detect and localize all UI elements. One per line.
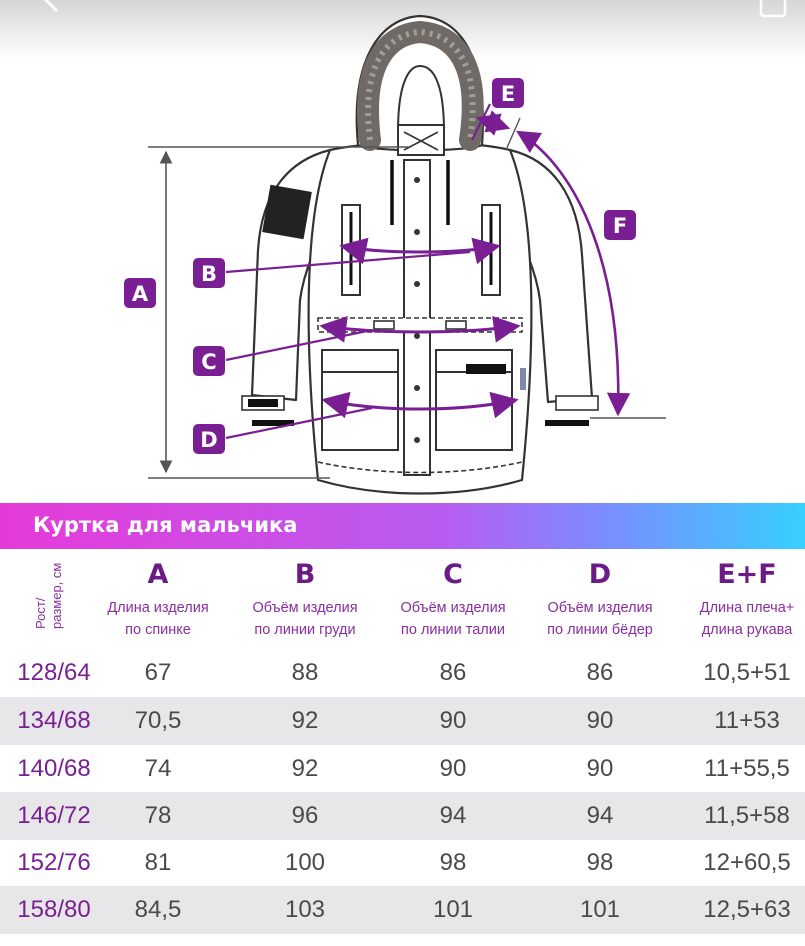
column-header-d: D Объём изделия по линии бёдер xyxy=(526,559,674,641)
value-cell: 90 xyxy=(439,755,467,782)
marker-c: C xyxy=(201,350,216,374)
value-cell: 98 xyxy=(586,849,614,876)
value-cell: 70,5 xyxy=(134,707,182,734)
expand-icon[interactable] xyxy=(757,0,791,20)
value-cell: 12+60,5 xyxy=(703,849,791,876)
marker-d-badge: D xyxy=(193,424,225,454)
value-cell: 90 xyxy=(586,755,614,782)
table-row: 158/80 84,5 103 101 101 12,5+63 xyxy=(0,886,805,934)
size-cell: 152/76 xyxy=(17,849,91,876)
column-header-c: C Объём изделия по линии талии xyxy=(379,559,527,641)
table-row: 134/68 70,5 92 90 90 11+53 xyxy=(0,697,805,745)
size-column-header-text: Рост/ размер, см xyxy=(33,562,64,629)
value-cell: 12,5+63 xyxy=(703,896,791,923)
banner-title: Куртка для мальчика xyxy=(33,513,298,537)
table-row: 152/76 81 100 98 98 12+60,5 xyxy=(0,839,805,887)
value-cell: 90 xyxy=(439,707,467,734)
table-row: 128/64 67 88 86 86 10,5+51 xyxy=(0,649,805,697)
column-letter: D xyxy=(588,559,612,590)
column-header-ef: E+F Длина плеча+ длина рукава xyxy=(673,559,805,641)
value-cell: 94 xyxy=(439,802,467,829)
value-cell: 92 xyxy=(291,707,319,734)
value-cell: 101 xyxy=(432,896,474,923)
size-cell: 134/68 xyxy=(17,707,91,734)
size-cell: 158/80 xyxy=(17,896,91,923)
value-cell: 92 xyxy=(291,755,319,782)
table-row: 140/68 74 92 90 90 11+55,5 xyxy=(0,745,805,793)
jacket-measurement-diagram: A B C D E F xyxy=(124,14,666,495)
column-letter: B xyxy=(294,559,316,590)
value-cell: 98 xyxy=(439,849,467,876)
marker-a: A xyxy=(132,282,149,306)
size-cell: 146/72 xyxy=(17,802,91,829)
value-cell: 84,5 xyxy=(134,896,182,923)
marker-b-badge: B xyxy=(193,258,225,288)
column-label: Объём изделия по линии груди xyxy=(252,600,358,638)
value-cell: 101 xyxy=(579,896,621,923)
value-cell: 90 xyxy=(586,707,614,734)
size-column-header: Рост/ размер, см xyxy=(33,539,65,629)
value-cell: 10,5+51 xyxy=(703,659,791,686)
size-cell: 128/64 xyxy=(17,659,91,686)
value-cell: 11+55,5 xyxy=(704,755,790,782)
marker-f: F xyxy=(613,214,627,238)
marker-e-badge: E xyxy=(492,78,524,108)
size-table-header: Рост/ размер, см A Длина изделия по спин… xyxy=(0,549,805,649)
value-cell: 88 xyxy=(291,659,319,686)
value-cell: 74 xyxy=(144,755,172,782)
column-letter: E+F xyxy=(717,559,777,590)
marker-e: E xyxy=(501,82,515,106)
value-cell: 67 xyxy=(144,659,172,686)
back-arrow-icon[interactable] xyxy=(36,0,66,16)
value-cell: 86 xyxy=(586,659,614,686)
value-cell: 81 xyxy=(144,849,172,876)
marker-a-badge: A xyxy=(124,278,156,308)
column-header-a: A Длина изделия по спинке xyxy=(84,559,232,641)
column-label: Длина изделия по спинке xyxy=(107,600,209,638)
value-cell: 96 xyxy=(291,802,319,829)
column-label: Объём изделия по линии бёдер xyxy=(547,600,653,638)
marker-c-badge: C xyxy=(193,346,225,376)
marker-b: B xyxy=(201,262,217,286)
value-cell: 103 xyxy=(284,896,326,923)
marker-d: D xyxy=(200,428,217,452)
column-letter: A xyxy=(147,559,169,590)
value-cell: 11+53 xyxy=(714,707,780,734)
column-header-b: B Объём изделия по линии груди xyxy=(231,559,379,641)
table-row: 146/72 78 96 94 94 11,5+58 xyxy=(0,792,805,840)
value-cell: 100 xyxy=(284,849,326,876)
value-cell: 11,5+58 xyxy=(704,802,790,829)
value-cell: 86 xyxy=(439,659,467,686)
column-letter: C xyxy=(443,559,463,590)
column-label: Длина плеча+ длина рукава xyxy=(699,600,795,638)
value-cell: 78 xyxy=(144,802,172,829)
title-banner: Куртка для мальчика xyxy=(0,503,805,549)
marker-f-badge: F xyxy=(604,210,636,240)
column-label: Объём изделия по линии талии xyxy=(400,600,506,638)
size-cell: 140/68 xyxy=(17,755,91,782)
value-cell: 94 xyxy=(586,802,614,829)
